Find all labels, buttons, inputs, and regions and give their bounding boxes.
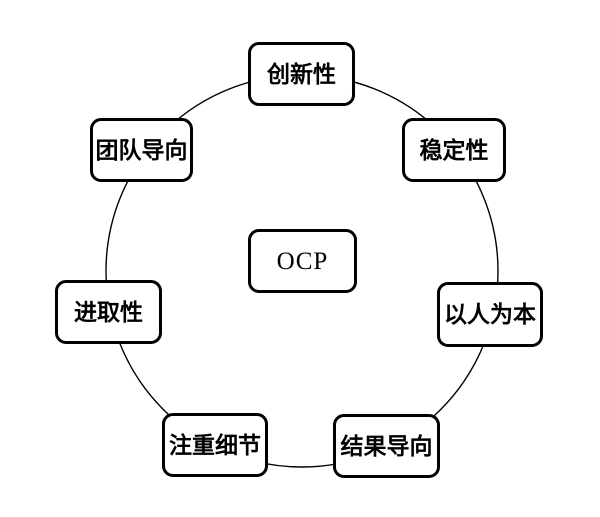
node-team-oriented: 团队导向 — [90, 118, 193, 182]
node-ocp-center: OCP — [248, 229, 357, 293]
node-people-oriented: 以人为本 — [437, 282, 543, 347]
node-aggressiveness: 进取性 — [55, 280, 162, 344]
node-attention-to-detail: 注重细节 — [162, 413, 268, 477]
node-outcome-oriented: 结果导向 — [333, 414, 440, 478]
node-stability: 稳定性 — [402, 118, 506, 182]
node-innovation: 创新性 — [248, 42, 355, 106]
